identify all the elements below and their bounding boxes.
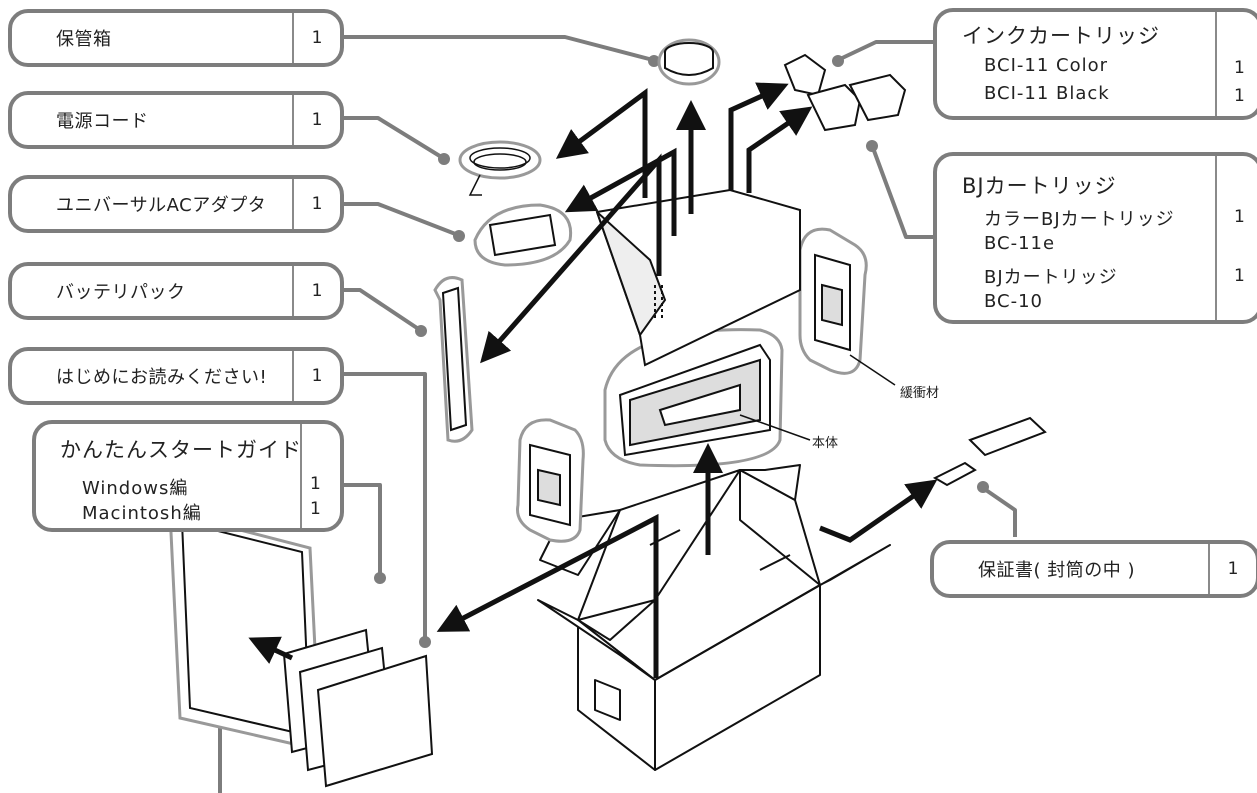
printer-body <box>603 328 784 468</box>
caption-cushion: 緩衝材 <box>900 386 940 401</box>
bj-item: カラーBJカートリッジ <box>984 209 1175 230</box>
guide-qty: 1 <box>310 474 321 494</box>
qty-divider <box>300 424 302 528</box>
label-power-cord: 電源コード 1 <box>8 91 344 149</box>
leader-power-cord <box>342 116 445 160</box>
ink-item: BCI-11 Color <box>984 55 1109 76</box>
label-qty: 1 <box>292 95 340 145</box>
ac-adapter <box>473 203 573 267</box>
warranty-envelope <box>932 416 1047 487</box>
bj-item: BC-10 <box>984 291 1043 312</box>
cushion-left <box>516 418 585 543</box>
bj-qty: 1 <box>1234 207 1245 227</box>
guide-qty: 1 <box>310 499 321 519</box>
label-qty: 1 <box>1208 544 1256 594</box>
label-guide <box>32 420 344 532</box>
label-read-first: はじめにお読みください! 1 <box>8 347 344 405</box>
arrows <box>248 82 938 678</box>
bj-title: BJカートリッジ <box>962 174 1117 198</box>
label-name: 保管箱 <box>56 29 112 50</box>
leader-storage-box <box>342 35 654 62</box>
qty-divider <box>1215 12 1217 116</box>
bj-item: BJカートリッジ <box>984 267 1118 288</box>
cardboard-box <box>537 464 891 771</box>
leader-bj <box>871 147 935 239</box>
leader-read-first <box>342 372 427 642</box>
manuals <box>168 510 434 788</box>
label-name: 電源コード <box>56 111 149 132</box>
label-name: 保証書( 封筒の中 ) <box>978 560 1135 581</box>
label-battery-pack: バッテリパック 1 <box>8 262 344 320</box>
label-name: はじめにお読みください! <box>56 367 268 388</box>
ink-qty: 1 <box>1234 86 1245 106</box>
guide-item: Windows編 <box>82 478 189 499</box>
cushion-right <box>798 227 868 375</box>
label-storage-box: 保管箱 1 <box>8 9 344 67</box>
label-bj-cartridges <box>933 152 1257 324</box>
label-name: バッテリパック <box>56 282 186 303</box>
label-qty: 1 <box>292 351 340 401</box>
leader-lines <box>218 35 1017 793</box>
leader-ac-adapter <box>342 202 459 237</box>
leader-ink <box>837 40 935 62</box>
caption-body: 本体 <box>812 436 839 451</box>
ink-item: BCI-11 Black <box>984 83 1110 104</box>
power-cord <box>458 140 542 196</box>
label-ac-adapter: ユニバーサルACアダプタ 1 <box>8 175 344 233</box>
guide-title: かんたんスタートガイド <box>60 438 302 462</box>
label-ink-cartridges <box>933 8 1257 120</box>
ink-title: インクカートリッジ <box>962 24 1160 48</box>
leader-warranty <box>981 486 1017 537</box>
label-warranty: 保証書( 封筒の中 ) 1 <box>930 540 1257 598</box>
ink-qty: 1 <box>1234 58 1245 78</box>
battery-pack <box>433 276 474 443</box>
bj-qty: 1 <box>1234 266 1245 286</box>
ink-cartridges <box>783 53 907 132</box>
bj-item: BC-11e <box>984 233 1056 254</box>
label-qty: 1 <box>292 179 340 229</box>
body-pointer <box>739 414 811 441</box>
leader-guide <box>342 483 382 576</box>
storage-case <box>657 38 721 86</box>
qty-divider <box>1215 156 1217 320</box>
leader-battery <box>342 288 422 332</box>
label-qty: 1 <box>292 13 340 63</box>
guide-item: Macintosh編 <box>82 503 202 524</box>
label-qty: 1 <box>292 266 340 316</box>
label-name: ユニバーサルACアダプタ <box>56 195 267 216</box>
